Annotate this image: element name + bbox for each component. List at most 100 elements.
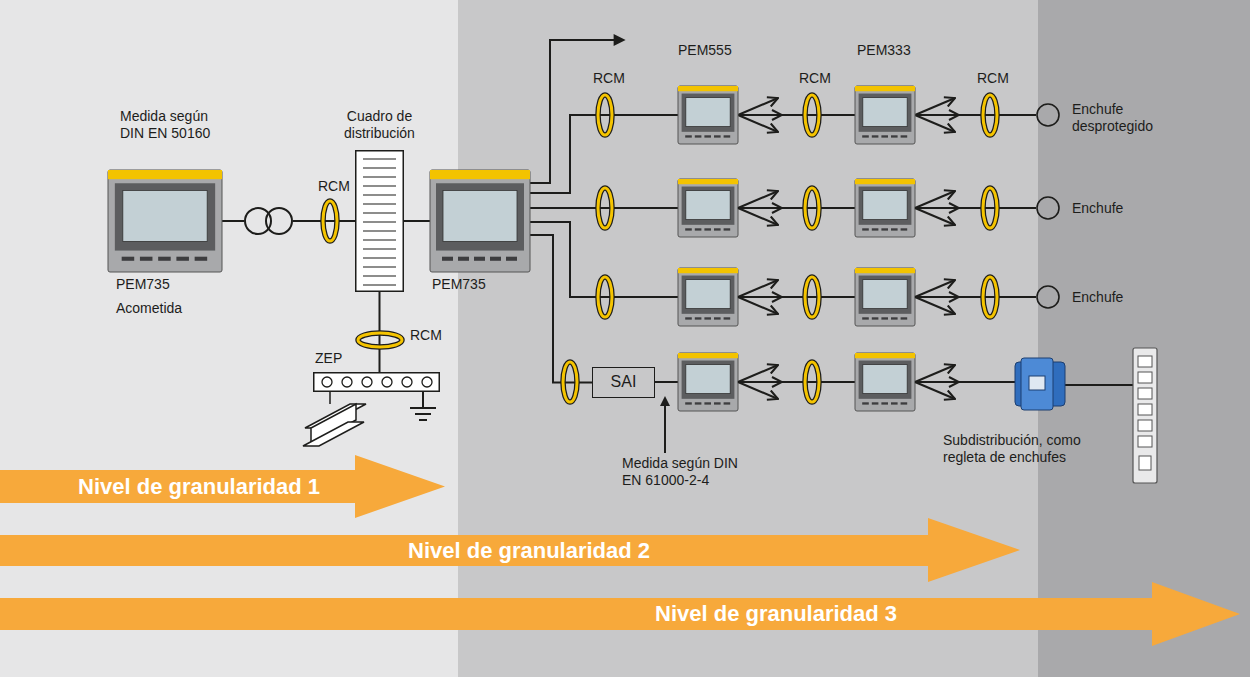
rcm-ring [598, 277, 612, 317]
rcm-ring-outline [983, 188, 997, 228]
wire-connector [738, 114, 855, 116]
level-label: Nivel de granularidad 1 [78, 470, 320, 503]
power-strip [1133, 348, 1157, 483]
meter-box: PEM333 [855, 86, 915, 144]
meter-button [695, 135, 702, 137]
meter-button [685, 228, 692, 230]
meter-button [881, 228, 888, 230]
rcm-ring [983, 95, 997, 135]
socket-circle: Enchufe [1036, 196, 1060, 220]
meter-button [704, 402, 711, 404]
node-outline [1036, 103, 1060, 127]
meter-button [704, 228, 711, 230]
meter-bezel [682, 187, 735, 225]
fan-arrow [738, 115, 778, 132]
fan-arrow [915, 207, 959, 209]
meter-screen [686, 191, 730, 220]
panel-rail [363, 185, 396, 186]
meter-device [678, 353, 738, 411]
rcm-ring-outline [598, 95, 612, 135]
meter-bezel [682, 94, 735, 132]
meter-top-band [678, 353, 738, 358]
meter-top-band [678, 268, 738, 273]
wire-connector [530, 235, 592, 383]
rcm-ring-outline [983, 95, 997, 135]
meter-button [685, 402, 692, 404]
strip-switch [1139, 456, 1151, 470]
meter-screen [686, 98, 730, 127]
device-label: Enchufe [1072, 200, 1123, 217]
meter-device [855, 353, 915, 411]
meter-screen [863, 98, 907, 127]
node-outline [430, 170, 530, 272]
wire-connector [915, 114, 1036, 116]
level-arrow: Nivel de granularidad 3 [0, 582, 1240, 646]
meter-button [685, 317, 692, 319]
meter-button [714, 317, 721, 319]
ground-symbol [410, 392, 436, 420]
fan-arrow [738, 297, 778, 314]
meter-button [122, 257, 135, 261]
meter-button [872, 228, 879, 230]
meter-screen [863, 365, 907, 394]
node-outline [855, 86, 915, 144]
device-label: Subdistribución, como regleta de enchufe… [943, 432, 1103, 466]
rcm-ring-outline [983, 277, 997, 317]
meter-screen [443, 190, 517, 241]
bar-terminal [362, 377, 372, 387]
bar-body [314, 373, 440, 392]
meter-device [678, 268, 738, 326]
meter-button [881, 135, 888, 137]
meter-button [862, 135, 869, 137]
rcm-ring-outline [805, 95, 819, 135]
device-label: PEM333 [857, 42, 911, 59]
g-part [108, 170, 222, 272]
node-outline [1036, 196, 1060, 220]
fan-arrow [915, 280, 955, 297]
fan-arrow [915, 297, 955, 314]
beam-wire [329, 392, 331, 404]
meter-button [872, 317, 879, 319]
meter-button [891, 317, 898, 319]
meter-device [855, 179, 915, 237]
device-label: Enchufe [1072, 289, 1123, 306]
panel-body [356, 151, 404, 292]
strip-socket [1138, 372, 1152, 383]
meter-housing [678, 86, 738, 144]
socket-outline [1037, 197, 1059, 219]
rcm-ring-outline [323, 201, 337, 241]
meter-top-band [855, 179, 915, 184]
fan-arrow [915, 208, 955, 225]
meter-button [714, 228, 721, 230]
rcm-ring-outline [598, 188, 612, 228]
panel-rail [363, 203, 396, 204]
transformer-coil [266, 208, 292, 234]
rcm-label: RCM [410, 327, 442, 344]
rcm-ring [805, 277, 819, 317]
strip-socket [1138, 356, 1152, 367]
meter-button [490, 257, 501, 261]
panel-rail [363, 248, 396, 249]
meter-button [724, 317, 731, 319]
meter-bezel [115, 183, 215, 250]
arrow-shape [0, 582, 1240, 646]
strip-body [1133, 348, 1157, 483]
rcm-ring-outline [805, 277, 819, 317]
meter-button [704, 317, 711, 319]
g-part [855, 86, 915, 144]
wires [530, 40, 1133, 385]
rcm-ring [805, 95, 819, 135]
meter-housing [108, 170, 222, 272]
level-arrow: Nivel de granularidad 1 [0, 455, 445, 518]
device-label: PEM735 [116, 276, 170, 293]
ground-lines [410, 392, 436, 420]
rcm-ring [983, 188, 997, 228]
panel-rail [363, 212, 396, 213]
fan-arrow [738, 114, 782, 116]
rcm-ring [598, 188, 612, 228]
meter-housing [678, 179, 738, 237]
fan-arrow [915, 381, 959, 383]
g-part [678, 86, 738, 144]
standard-note: Medida según DIN EN 61000-2-4 [622, 455, 752, 489]
